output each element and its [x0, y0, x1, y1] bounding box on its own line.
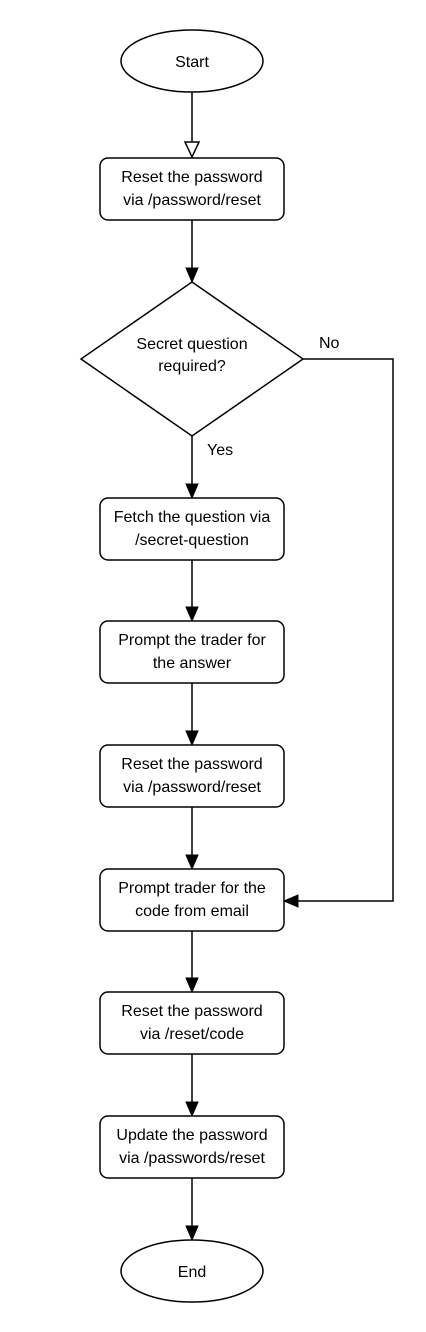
node-prompt-answer-line-2: the answer: [153, 655, 232, 672]
node-fetch-question-line-1: Fetch the question via: [114, 509, 271, 526]
node-update-password: Update the password via /passwords/reset: [99, 1115, 285, 1179]
edge-start-to-reset: [183, 92, 201, 159]
edge-fetch-to-prompt: [185, 560, 199, 623]
edge-decision-yes: Yes: [185, 436, 233, 500]
node-start: Start: [120, 29, 264, 93]
node-prompt-code: Prompt trader for the code from email: [99, 868, 285, 932]
node-reset-code-line-2: via /reset/code: [140, 1026, 244, 1043]
node-update-password-line-2: via /passwords/reset: [119, 1150, 265, 1167]
node-reset-password-2: Reset the password via /password/reset: [99, 744, 285, 808]
edge-label-no: No: [319, 335, 340, 352]
edge-reset2-to-code: [185, 807, 199, 871]
node-reset-password-2-line-1: Reset the password: [121, 756, 262, 773]
node-prompt-answer-line-1: Prompt the trader for: [118, 632, 266, 649]
edge-reset-to-decision: [185, 220, 199, 284]
node-fetch-question: Fetch the question via /secret-question: [99, 497, 285, 561]
edge-update-to-end: [185, 1178, 199, 1242]
node-secret-question-line-1: Secret question: [136, 336, 247, 353]
node-fetch-question-line-2: /secret-question: [135, 532, 249, 549]
node-reset-code: Reset the password via /reset/code: [99, 991, 285, 1055]
edge-prompt-to-reset2: [185, 683, 199, 747]
node-prompt-answer: Prompt the trader for the answer: [99, 620, 285, 684]
edge-decision-no: No: [282, 335, 394, 908]
node-reset-code-line-1: Reset the password: [121, 1003, 262, 1020]
node-reset-password-1-line-2: via /password/reset: [123, 192, 261, 209]
node-update-password-line-1: Update the password: [116, 1127, 267, 1144]
node-secret-question-decision: Secret question required?: [79, 281, 305, 437]
node-reset-password-1: Reset the password via /password/reset: [99, 157, 285, 221]
node-prompt-code-line-2: code from email: [135, 903, 249, 920]
node-prompt-code-line-1: Prompt trader for the: [118, 880, 266, 897]
edge-label-yes: Yes: [207, 442, 233, 459]
node-reset-password-2-line-2: via /password/reset: [123, 779, 261, 796]
edge-resetcode-to-update: [185, 1054, 199, 1118]
node-end: End: [120, 1239, 264, 1303]
node-secret-question-line-2: required?: [158, 358, 226, 375]
node-reset-password-1-line-1: Reset the password: [121, 169, 262, 186]
node-start-label: Start: [175, 54, 209, 71]
edge-code-to-resetcode: [185, 931, 199, 994]
node-end-label: End: [178, 1264, 206, 1281]
